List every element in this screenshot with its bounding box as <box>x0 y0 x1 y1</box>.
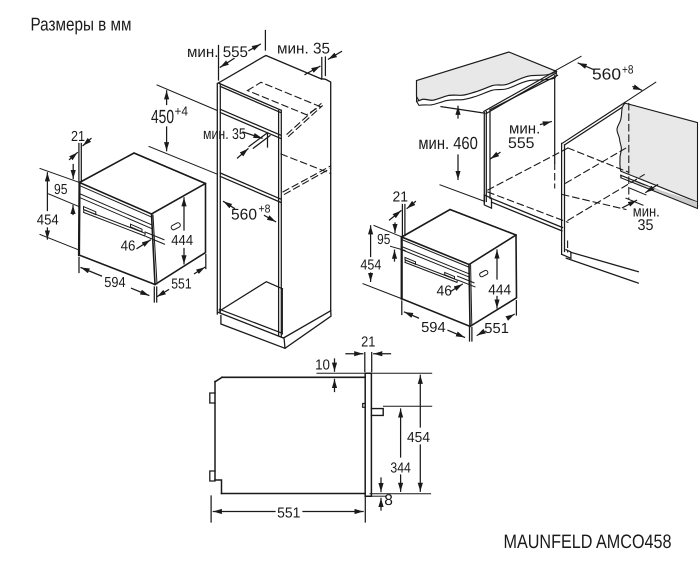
svg-text:454: 454 <box>407 430 430 446</box>
svg-text:95: 95 <box>377 232 390 248</box>
svg-text:551: 551 <box>484 321 509 337</box>
svg-text:мин. 35: мин. 35 <box>203 126 246 143</box>
svg-text:+8: +8 <box>622 63 634 77</box>
svg-text:594: 594 <box>421 320 446 336</box>
svg-text:555: 555 <box>508 135 535 152</box>
svg-text:8: 8 <box>384 492 393 509</box>
svg-text:454: 454 <box>360 258 381 274</box>
svg-text:560: 560 <box>592 67 621 84</box>
svg-text:454: 454 <box>37 212 59 228</box>
svg-text:+4: +4 <box>175 104 189 119</box>
svg-text:21: 21 <box>361 334 375 350</box>
svg-text:мин. 460: мин. 460 <box>418 133 478 153</box>
svg-text:594: 594 <box>104 275 125 291</box>
svg-text:551: 551 <box>277 505 300 521</box>
svg-text:мин. 35: мин. 35 <box>277 41 330 58</box>
svg-text:10: 10 <box>315 358 330 374</box>
svg-text:21: 21 <box>393 190 409 206</box>
svg-text:мин.: мин. <box>633 204 660 221</box>
svg-text:46: 46 <box>437 283 453 299</box>
svg-text:450: 450 <box>151 107 174 128</box>
svg-text:551: 551 <box>171 277 191 293</box>
svg-text:мин.: мин. <box>509 121 540 138</box>
svg-text:21: 21 <box>71 129 85 145</box>
svg-text:95: 95 <box>54 182 68 198</box>
svg-text:MAUNFELD AMCO458: MAUNFELD AMCO458 <box>504 531 672 553</box>
svg-text:мин. 555: мин. 555 <box>187 44 248 61</box>
svg-text:+8: +8 <box>259 204 271 216</box>
svg-text:444: 444 <box>171 233 193 249</box>
svg-text:344: 344 <box>390 461 410 477</box>
svg-text:560: 560 <box>231 206 257 223</box>
svg-text:35: 35 <box>638 217 654 234</box>
svg-text:444: 444 <box>488 283 511 299</box>
svg-text:Размеры в мм: Размеры в мм <box>31 14 132 35</box>
svg-text:46: 46 <box>121 239 136 255</box>
